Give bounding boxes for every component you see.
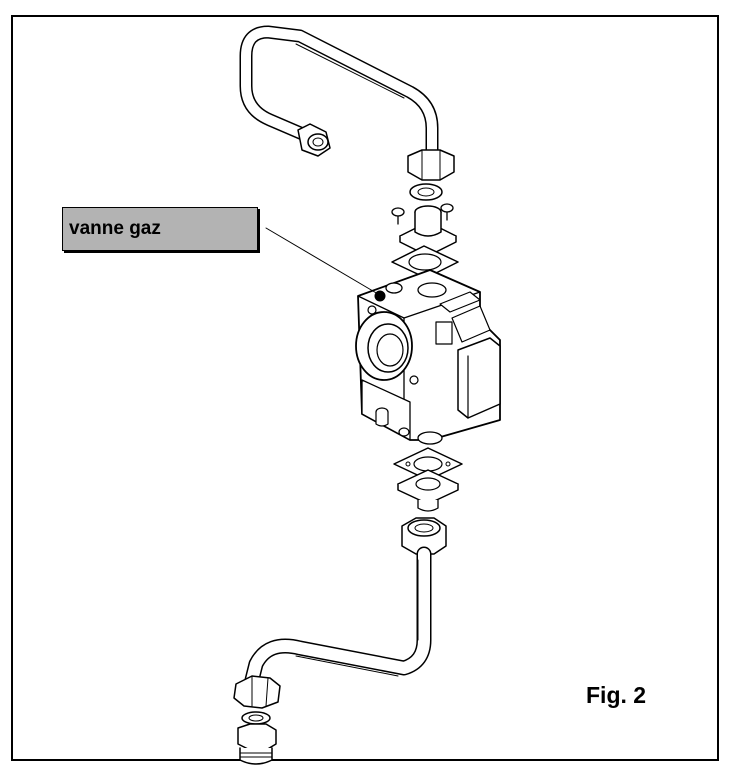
lower-pipe-nut-bottom	[233, 675, 281, 709]
valve-indicator-dot	[374, 290, 386, 302]
lower-flange-connector	[397, 469, 459, 512]
upper-flange-connector	[399, 205, 457, 257]
lower-washer	[241, 711, 271, 725]
upper-pipe-nut-right	[407, 149, 455, 181]
lower-pipe-nut-top	[401, 517, 447, 555]
gas-valve-callout-text: vanne gaz	[69, 218, 161, 239]
upper-gasket	[391, 245, 459, 279]
upper-gas-pipe	[239, 25, 455, 181]
upper-flange-screws	[391, 203, 454, 225]
gas-valve-callout: vanne gaz	[62, 207, 258, 251]
lower-gas-pipe	[233, 517, 447, 709]
upper-pipe-nut-left	[297, 123, 331, 157]
figure-label: Fig. 2	[586, 682, 647, 708]
callout-leader-line	[265, 227, 379, 295]
upper-washer	[409, 183, 443, 201]
lower-fitting	[237, 723, 277, 765]
gas-valve-body	[355, 269, 501, 445]
